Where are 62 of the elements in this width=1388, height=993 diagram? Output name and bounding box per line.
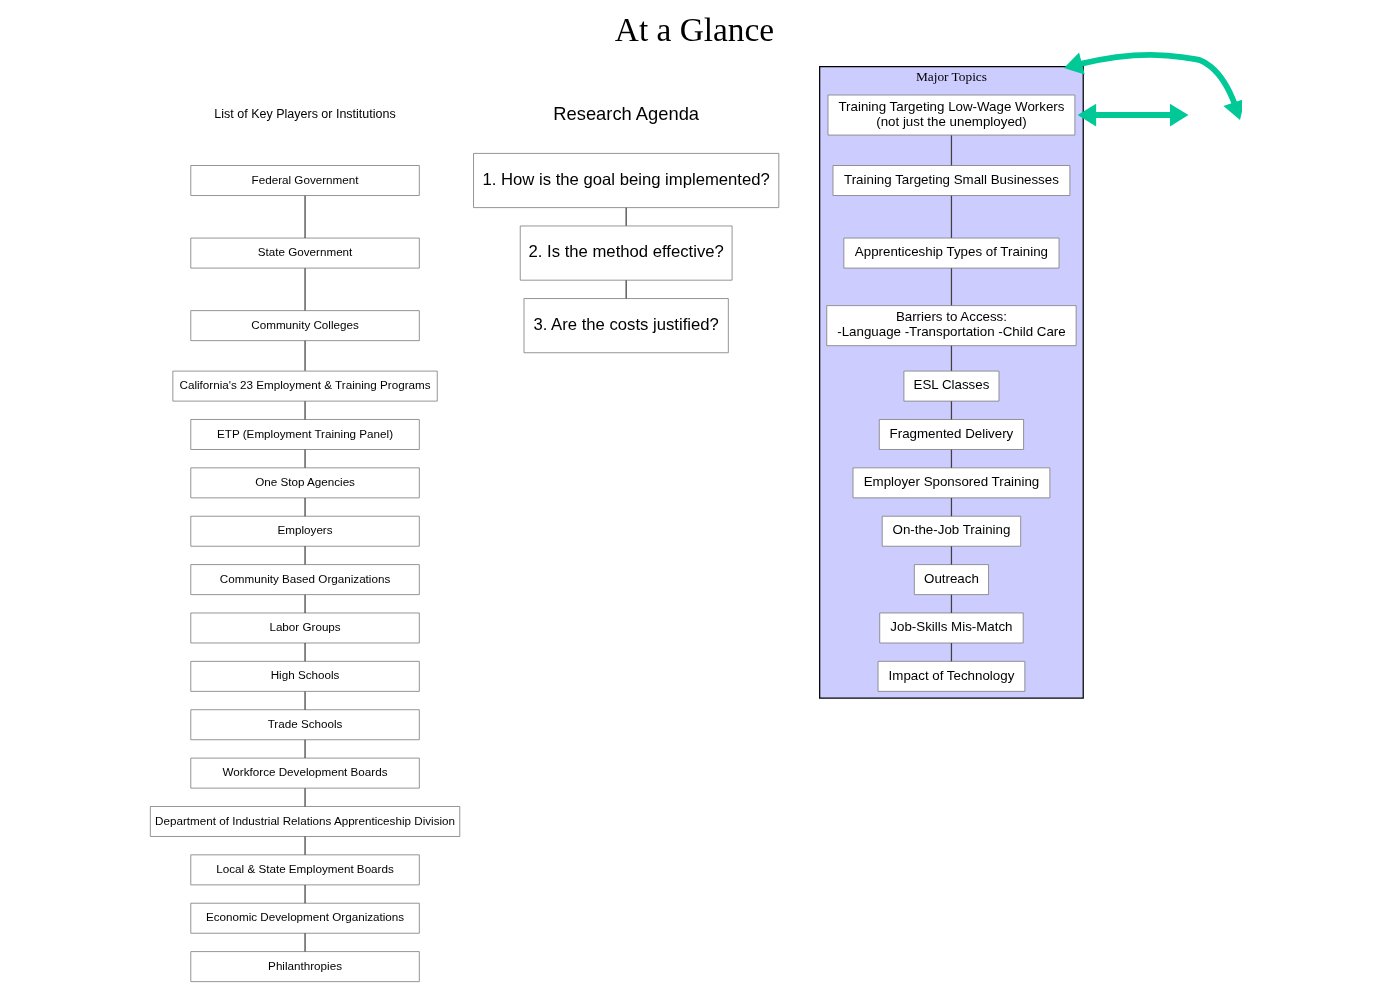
node-box: ETP (Employment Training Panel) [189,419,420,450]
connector [303,497,306,517]
node-box: 2. Is the method effective? [519,225,732,281]
node-box: California's 23 Employment & Training Programs [171,370,438,402]
connector [303,400,306,421]
connector [950,134,952,166]
connector [303,642,306,662]
node-box: Job-Skills Mis-Match [878,612,1024,644]
connector [303,739,306,759]
connector [950,594,952,614]
node-box: 3. Are the costs justified? [523,298,729,354]
node-box: Employer Sponsored Training [852,467,1050,499]
connector [303,594,306,614]
node-box: Employers [189,515,420,547]
connector [950,195,952,239]
connector [303,932,306,953]
node-box: State Government [189,237,420,269]
node-box: Philanthropies [189,951,420,983]
node-box: Labor Groups [189,612,420,644]
node-box: Outreach [913,564,989,596]
connector [950,448,952,469]
node-box: Barriers to Access: -Language -Transportation -Child Care [825,305,1077,347]
connector [625,207,627,227]
arrow [1063,52,1242,120]
connector [303,884,306,904]
connector [303,195,306,239]
label: List of Key Players or Institutions [213,106,396,121]
node-box: Community Based Organizations [189,564,420,596]
node-box: 1. How is the goal being implemented? [472,153,779,209]
node-box: One Stop Agencies [189,467,420,499]
connector [950,642,952,662]
label: Research Agenda [552,102,699,124]
node-box: Apprenticeship Types of Training [842,237,1059,269]
connector [303,545,306,566]
node-box: Workforce Development Boards [189,757,420,789]
node-box: Training Targeting Small Businesses [832,165,1070,196]
node-box: Department of Industrial Relations Apprenticeship Division [149,806,460,837]
connector [950,267,952,306]
connector [950,345,952,372]
node-box: Training Targeting Low-Wage Workers (not just the unemployed) [827,94,1075,136]
connector [303,448,306,469]
arrow [1077,103,1188,127]
connector [950,545,952,566]
node-box: Impact of Technology [877,660,1025,692]
node-box: On-the-Job Training [881,515,1021,547]
connector [625,279,627,299]
connector [303,690,306,711]
node-box: Trade Schools [189,709,420,741]
node-box: Community Colleges [189,310,420,342]
node-box: Local & State Employment Boards [189,854,420,886]
connector [303,835,306,856]
connector [950,400,952,421]
node-box: Fragmented Delivery [878,419,1024,450]
connector [303,340,306,372]
node-box: ESL Classes [903,370,999,402]
connector [303,787,306,808]
diagram-title: At a Glance [614,11,774,49]
node-box: High Schools [189,660,420,692]
connector [950,497,952,517]
connector [303,267,306,312]
node-box: Economic Development Organizations [189,902,420,934]
node-box: Federal Government [189,165,420,196]
